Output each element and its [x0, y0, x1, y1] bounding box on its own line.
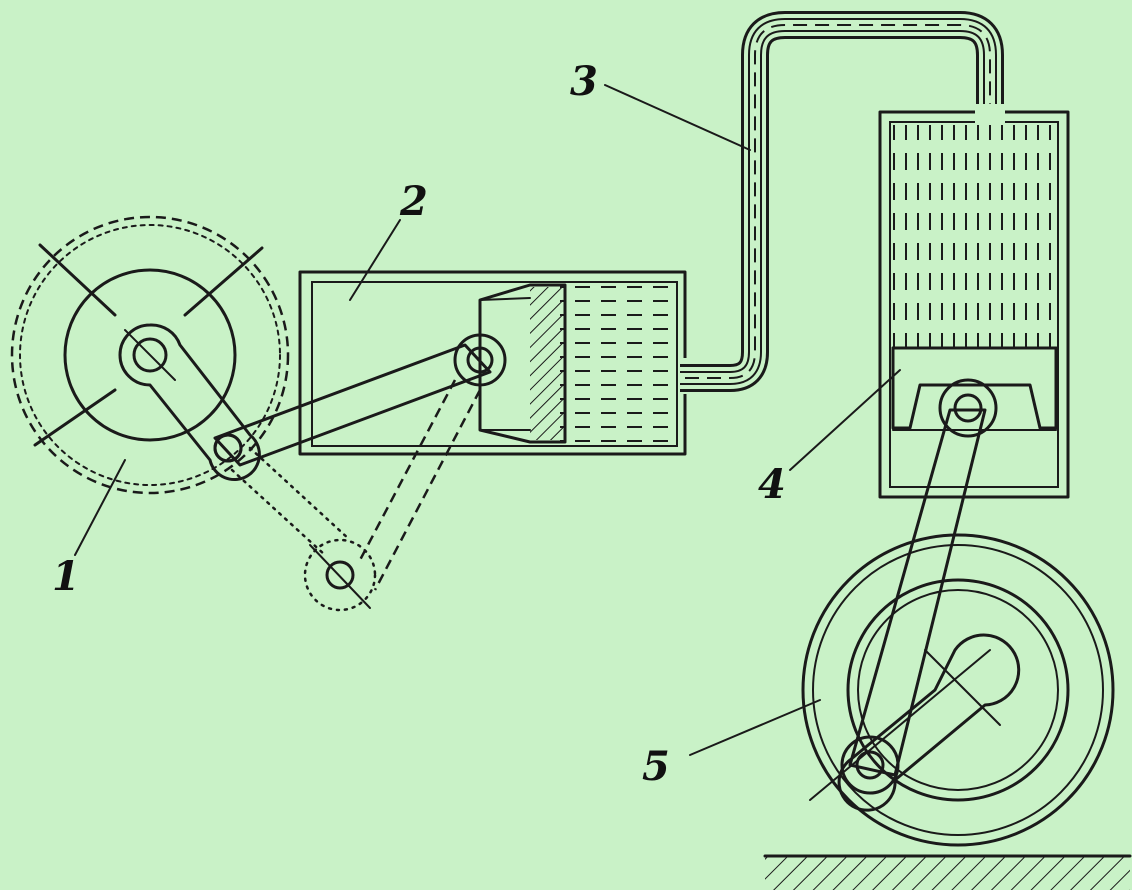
- label-1: 1: [52, 553, 80, 600]
- alternate-position-linkage: [230, 379, 482, 612]
- slave-piston-rod: [840, 378, 998, 795]
- label-5: 5: [642, 743, 670, 790]
- hydraulic-pipe-3: [680, 11, 1004, 392]
- label-3: 3: [570, 58, 598, 105]
- label-2: 2: [399, 178, 428, 225]
- flywheel-1: [10, 215, 290, 495]
- ground: [763, 854, 1132, 890]
- master-cylinder-2: [298, 270, 718, 456]
- leader-lines: [74, 84, 901, 756]
- slave-cylinder-4: [878, 104, 1070, 499]
- driven-wheel-5: [801, 533, 1115, 847]
- label-4: 4: [758, 461, 786, 508]
